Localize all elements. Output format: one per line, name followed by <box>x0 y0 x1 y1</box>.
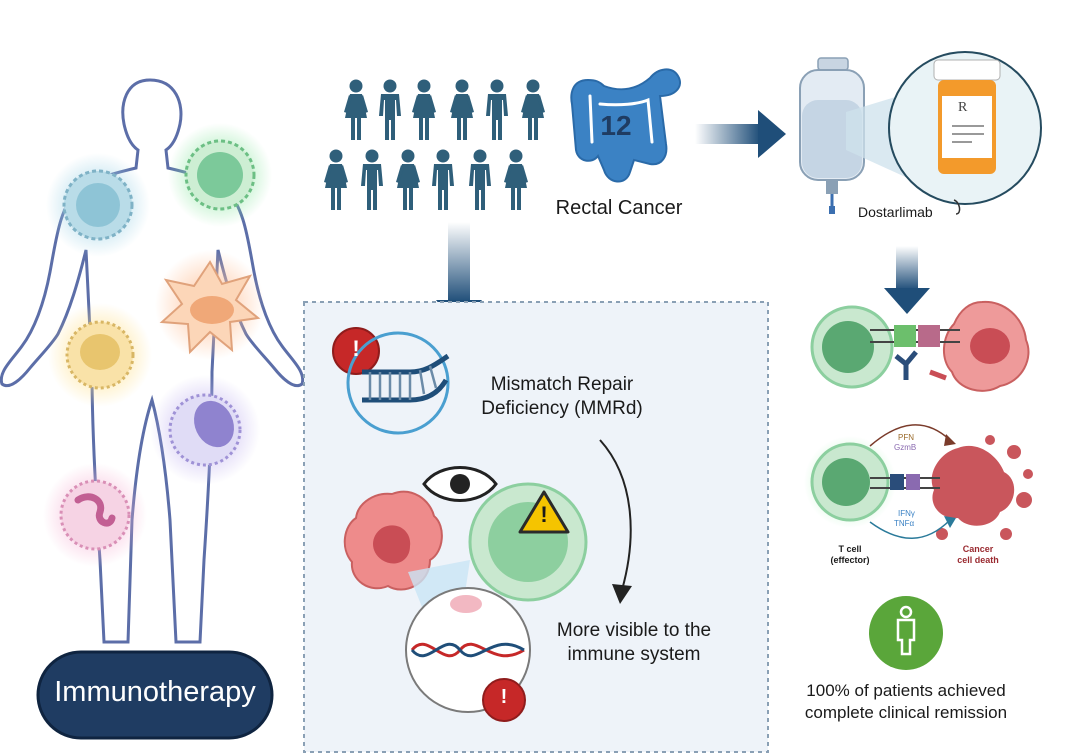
alert-icon-dna <box>482 678 526 722</box>
arrow-to-mechanism <box>896 246 918 290</box>
patient-count: 12 <box>600 110 632 141</box>
mmrd-title-line2: Deficiency (MMRd) <box>481 398 643 419</box>
cancer-death-label-line1: Cancer <box>962 544 994 554</box>
cancer-cell-death <box>931 435 1033 540</box>
mmrd-title-line1: Mismatch Repair <box>490 374 634 395</box>
immune-cell-pink <box>59 479 131 551</box>
visibility-line1: More visible to the <box>556 620 712 641</box>
receptor-binding <box>870 325 960 381</box>
arrow-to-treatment <box>695 124 760 144</box>
curved-arrow <box>599 439 632 591</box>
colon-icon <box>570 68 681 183</box>
eye-icon <box>422 466 498 502</box>
arrow-to-mmrd <box>448 222 470 302</box>
t-cell-label-line2: (effector) <box>830 555 870 565</box>
gzmb-label: GzmB <box>894 443 917 452</box>
cancer-death-label-line2: cell death <box>957 555 999 565</box>
warning-mark: ! <box>540 502 548 527</box>
immunotherapy-label: Immunotherapy <box>54 676 256 708</box>
outcome-line1: 100% of patients achieved <box>806 681 1006 700</box>
rectal-cancer-label: Rectal Cancer <box>555 197 683 219</box>
pill-bottle-icon <box>933 59 1001 174</box>
patient-group <box>324 79 545 210</box>
alert-mark-2: ! <box>500 686 508 708</box>
immunotherapy-pill <box>36 650 274 740</box>
pfn-label: PFN <box>898 433 914 442</box>
visibility-line2: immune system <box>567 644 701 665</box>
outcome-icon-circle <box>869 596 943 670</box>
warning-icon <box>518 490 570 534</box>
alert-mark-1: ! <box>352 336 360 361</box>
t-cell-label-line1: T cell <box>838 544 862 554</box>
dostarlimab-label: Dostarlimab <box>858 204 933 220</box>
ifng-label: IFNγ <box>898 509 915 518</box>
dna-repair-icon <box>346 331 450 435</box>
outcome-line2: complete clinical remission <box>804 703 1008 722</box>
tnfa-label: TNFα <box>894 519 915 528</box>
rx-symbol: R <box>958 100 968 115</box>
person-outline-icon <box>896 605 916 656</box>
alert-icon <box>332 327 380 375</box>
